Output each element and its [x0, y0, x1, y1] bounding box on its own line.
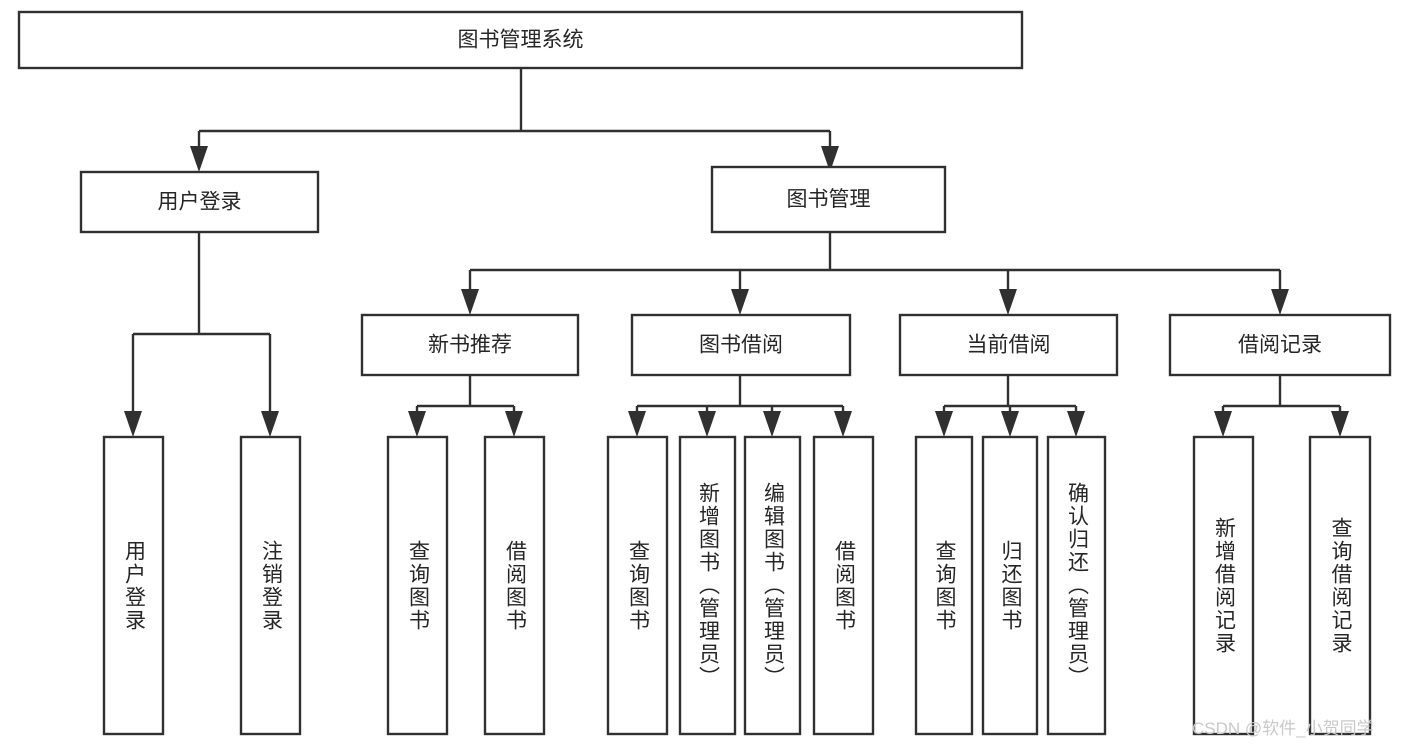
node-leaf-query-book-box[interactable]: [606, 435, 669, 736]
node-user-login-label: 用户登录: [158, 191, 242, 214]
connector-current-borrow-to-leaves-arrow-0: [935, 411, 953, 437]
connector-current-borrow-to-leaves-arrow-1: [1001, 411, 1019, 437]
connectors-layer: [124, 68, 1349, 437]
connector-new-book-to-leaves-arrow-0: [408, 411, 426, 437]
connector-book-borrow-to-leaves-arrow-2: [763, 411, 781, 437]
node-leaf-confirm-return-box[interactable]: [1046, 435, 1107, 736]
connector-book-borrow-to-leaves-arrow-3: [834, 411, 852, 437]
node-leaf-query-book-cur-box[interactable]: [914, 435, 974, 736]
connector-book-manage-to-level2-arrow-2: [999, 289, 1017, 315]
node-book-manage-box[interactable]: [710, 165, 947, 234]
node-root-label: 图书管理系统: [458, 29, 584, 52]
node-boxes-layer: [17, 10, 1392, 736]
node-leaf-edit-book-box[interactable]: [743, 435, 802, 736]
node-book-borrow-box[interactable]: [630, 313, 852, 377]
node-borrow-record-label: 借阅记录: [1238, 334, 1322, 357]
node-leaf-add-book-box[interactable]: [678, 435, 737, 736]
node-new-book-recommend-label: 新书推荐: [428, 334, 512, 357]
node-borrow-record-box[interactable]: [1168, 313, 1392, 377]
node-root-box[interactable]: [17, 10, 1024, 70]
connector-user-login-to-leaves-arrow-1: [261, 411, 279, 437]
node-current-borrow-label: 当前借阅: [967, 334, 1051, 357]
node-leaf-query-record-box[interactable]: [1308, 435, 1372, 736]
node-leaf-query-book-new-box[interactable]: [386, 435, 449, 736]
connector-borrow-record-to-leaves-arrow-0: [1214, 411, 1232, 437]
connector-book-borrow-to-leaves-arrow-0: [628, 411, 646, 437]
connector-new-book-to-leaves-arrow-1: [505, 411, 523, 437]
node-book-borrow-label: 图书借阅: [699, 334, 783, 357]
connector-root-to-level1-arrow-1: [821, 146, 839, 172]
connector-current-borrow-to-leaves-arrow-2: [1067, 411, 1085, 437]
connector-book-borrow-to-leaves-arrow-1: [698, 411, 716, 437]
connector-book-manage-to-level2-arrow-0: [461, 289, 479, 315]
node-user-login-box[interactable]: [79, 170, 320, 234]
connector-borrow-record-to-leaves-arrow-1: [1331, 411, 1349, 437]
node-leaf-borrow-book-box[interactable]: [812, 435, 875, 736]
connector-root-to-level1-arrow-0: [190, 146, 208, 172]
node-book-manage-label: 图书管理: [787, 188, 871, 211]
node-leaf-user-login-box[interactable]: [102, 435, 165, 736]
connector-book-manage-to-level2-arrow-1: [731, 289, 749, 315]
node-leaf-borrow-book-new-box[interactable]: [483, 435, 546, 736]
node-leaf-return-book-box[interactable]: [981, 435, 1039, 736]
node-new-book-recommend-box[interactable]: [360, 313, 580, 377]
watermark-text: CSDN @软件_小贺同学: [1192, 719, 1374, 738]
node-leaf-add-record-box[interactable]: [1192, 435, 1255, 736]
connector-book-manage-to-level2-arrow-3: [1271, 289, 1289, 315]
node-leaf-logout-box[interactable]: [239, 435, 302, 736]
connector-user-login-to-leaves-arrow-0: [124, 411, 142, 437]
node-current-borrow-box[interactable]: [898, 313, 1119, 377]
